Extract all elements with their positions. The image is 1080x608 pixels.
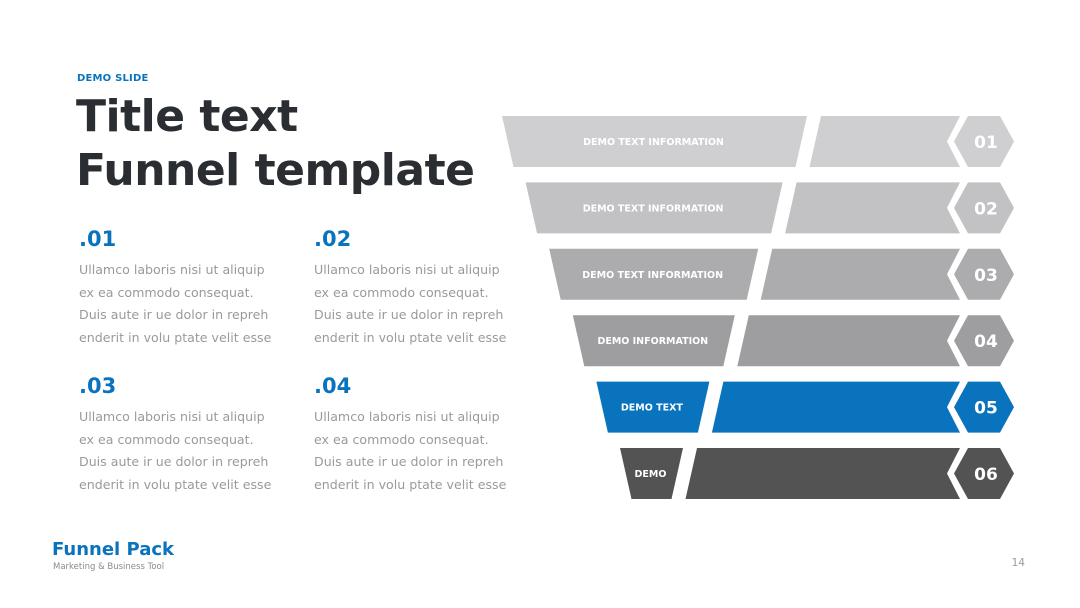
stage-label: DEMO INFORMATION [597,336,708,347]
stage-number: 03 [974,266,998,286]
stage-number-hexagon [954,248,1014,300]
body-line: enderit in volu ptate velit esse [79,476,272,492]
page-number: 14 [1011,557,1025,569]
text-block-01: .01 Ullamco laboris nisi ut aliquip ex e… [79,226,289,349]
title-line-1: Title text [76,91,298,142]
stage-label: DEMO [635,469,667,480]
slide-title: Title text Funnel template [76,90,475,198]
body-line: enderit in volu ptate velit esse [79,329,272,345]
body-line: Duis aute ir ue dolor in repreh [314,307,504,322]
body-line: Duis aute ir ue dolor in repreh [314,454,504,469]
funnel-label-segment [572,315,735,367]
body-line: Ullamco laboris nisi ut aliquip [314,262,500,277]
stage-label: DEMO TEXT [621,403,684,414]
stage-number: 01 [974,133,998,153]
stage-number-hexagon [954,182,1014,234]
funnel-arrow-band [760,248,960,300]
stage-label: DEMO TEXT INFORMATION [583,137,724,148]
body-line: ex ea commodo consequat. [79,284,254,300]
stage-number: 05 [974,399,998,419]
body-line: Ullamco laboris nisi ut aliquip [79,262,265,277]
funnel-stage-06: DEMO 06 [620,448,1014,499]
stage-number-hexagon [954,448,1014,499]
block-number: .04 [314,374,352,398]
funnel-arrow-band [809,116,960,167]
block-body: Ullamco laboris nisi ut aliquip ex ea co… [79,259,289,349]
stage-label: DEMO TEXT INFORMATION [583,203,724,214]
body-line: Duis aute ir ue dolor in repreh [79,454,269,469]
text-block-04: .04 Ullamco laboris nisi ut aliquip ex e… [314,373,524,496]
stage-number-hexagon [954,381,1014,433]
brand-name: Funnel Pack [52,539,174,560]
block-number: .02 [314,227,352,251]
brand-logo: Funnel Pack Marketing & Business Tool [52,539,174,573]
funnel-label-segment [502,116,807,167]
body-line: enderit in volu ptate velit esse [314,476,507,492]
stage-number-hexagon [954,315,1014,367]
funnel-label-segment [596,381,710,433]
funnel-stage-03: DEMO TEXT INFORMATION 03 [549,248,1014,300]
body-line: ex ea commodo consequat. [314,284,489,300]
stage-number: 06 [974,465,998,485]
stage-number-hexagon [954,116,1014,167]
block-number: .03 [79,374,117,398]
body-line: Duis aute ir ue dolor in repreh [79,307,269,322]
stage-number: 02 [974,199,998,219]
stage-number: 04 [974,332,998,352]
funnel-stage-04: DEMO INFORMATION 04 [572,315,1014,367]
body-line: ex ea commodo consequat. [79,431,254,447]
body-line: enderit in volu ptate velit esse [314,329,507,345]
funnel-stage-02: DEMO TEXT INFORMATION 02 [525,182,1014,234]
funnel-label-segment [620,448,683,499]
body-line: Ullamco laboris nisi ut aliquip [79,409,265,424]
funnel-label-segment [525,182,783,234]
body-line: ex ea commodo consequat. [314,431,489,447]
stage-label: DEMO TEXT INFORMATION [582,270,723,281]
funnel-stage-01: DEMO TEXT INFORMATION 01 [502,116,1014,167]
funnel-arrow-band [785,182,960,234]
text-block-02: .02 Ullamco laboris nisi ut aliquip ex e… [314,226,524,349]
block-body: Ullamco laboris nisi ut aliquip ex ea co… [79,406,289,496]
funnel-arrow-band [737,315,960,367]
text-block-03: .03 Ullamco laboris nisi ut aliquip ex e… [79,373,289,496]
funnel-arrow-band [685,448,960,499]
title-line-2: Funnel template [76,145,475,196]
funnel-label-segment [549,248,759,300]
block-number: .01 [79,227,117,251]
funnel-arrow-band [711,381,960,433]
funnel-stage-05: DEMO TEXT 05 [596,381,1014,433]
body-line: Ullamco laboris nisi ut aliquip [314,409,500,424]
block-body: Ullamco laboris nisi ut aliquip ex ea co… [314,406,524,496]
brand-tagline: Marketing & Business Tool [53,562,165,572]
block-body: Ullamco laboris nisi ut aliquip ex ea co… [314,259,524,349]
slide-eyebrow: DEMO SLIDE [77,73,149,84]
